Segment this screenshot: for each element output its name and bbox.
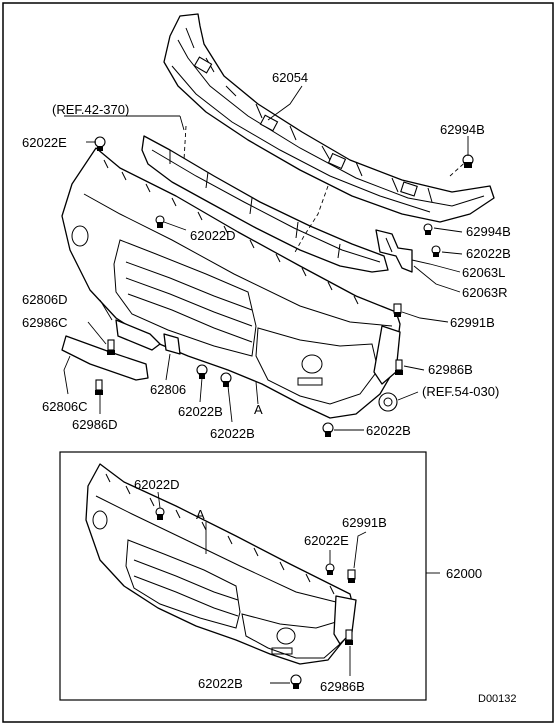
label-62022B-right: 62022B [366,423,411,438]
label-62022B-box: 62022B [198,676,243,691]
label-62022E-top: 62022E [22,135,67,150]
label-62986D: 62986D [72,417,118,432]
leader-lines-box [157,491,367,684]
label-62986B-box: 62986B [320,679,365,694]
callout-labels: 62054 62994B (REF.42-370) 62022E 62022D … [22,70,517,705]
label-62986C: 62986C [22,315,68,330]
plate-brackets [61,319,181,381]
label-62022B-center: 62022B [210,426,255,441]
label-62991B-box: 62991B [342,515,387,530]
label-ref-42-370: (REF.42-370) [52,102,129,117]
leader-lines-upper [63,85,469,431]
fasteners-upper [94,136,474,437]
front-bumper-upper [61,147,401,419]
label-62806D: 62806D [22,292,68,307]
upper-reinforcement [163,13,495,223]
label-62986B-top: 62986B [428,362,473,377]
label-62994B-top: 62994B [440,122,485,137]
label-62022D-top: 62022D [190,228,236,243]
label-62022B-mid: 62022B [466,246,511,261]
front-bumper-assembly [85,463,357,689]
lower-reinforcement [141,135,413,273]
label-marker-a-box: A [196,507,205,522]
label-62022B-left: 62022B [178,404,223,419]
label-62063L: 62063L [462,265,505,280]
label-62806: 62806 [150,382,186,397]
label-62063R: 62063R [462,285,508,300]
diagram-code: D00132 [478,693,517,705]
assembly-box [59,451,427,701]
label-62022D-box: 62022D [134,477,180,492]
label-62000: 62000 [446,566,482,581]
label-62994B-mid: 62994B [466,224,511,239]
label-62054: 62054 [272,70,308,85]
label-62991B-top: 62991B [450,315,495,330]
label-marker-a-top: A [254,402,263,417]
label-62806C: 62806C [42,399,88,414]
label-62022E-box: 62022E [304,533,349,548]
label-ref-54-030: (REF.54-030) [422,384,499,399]
